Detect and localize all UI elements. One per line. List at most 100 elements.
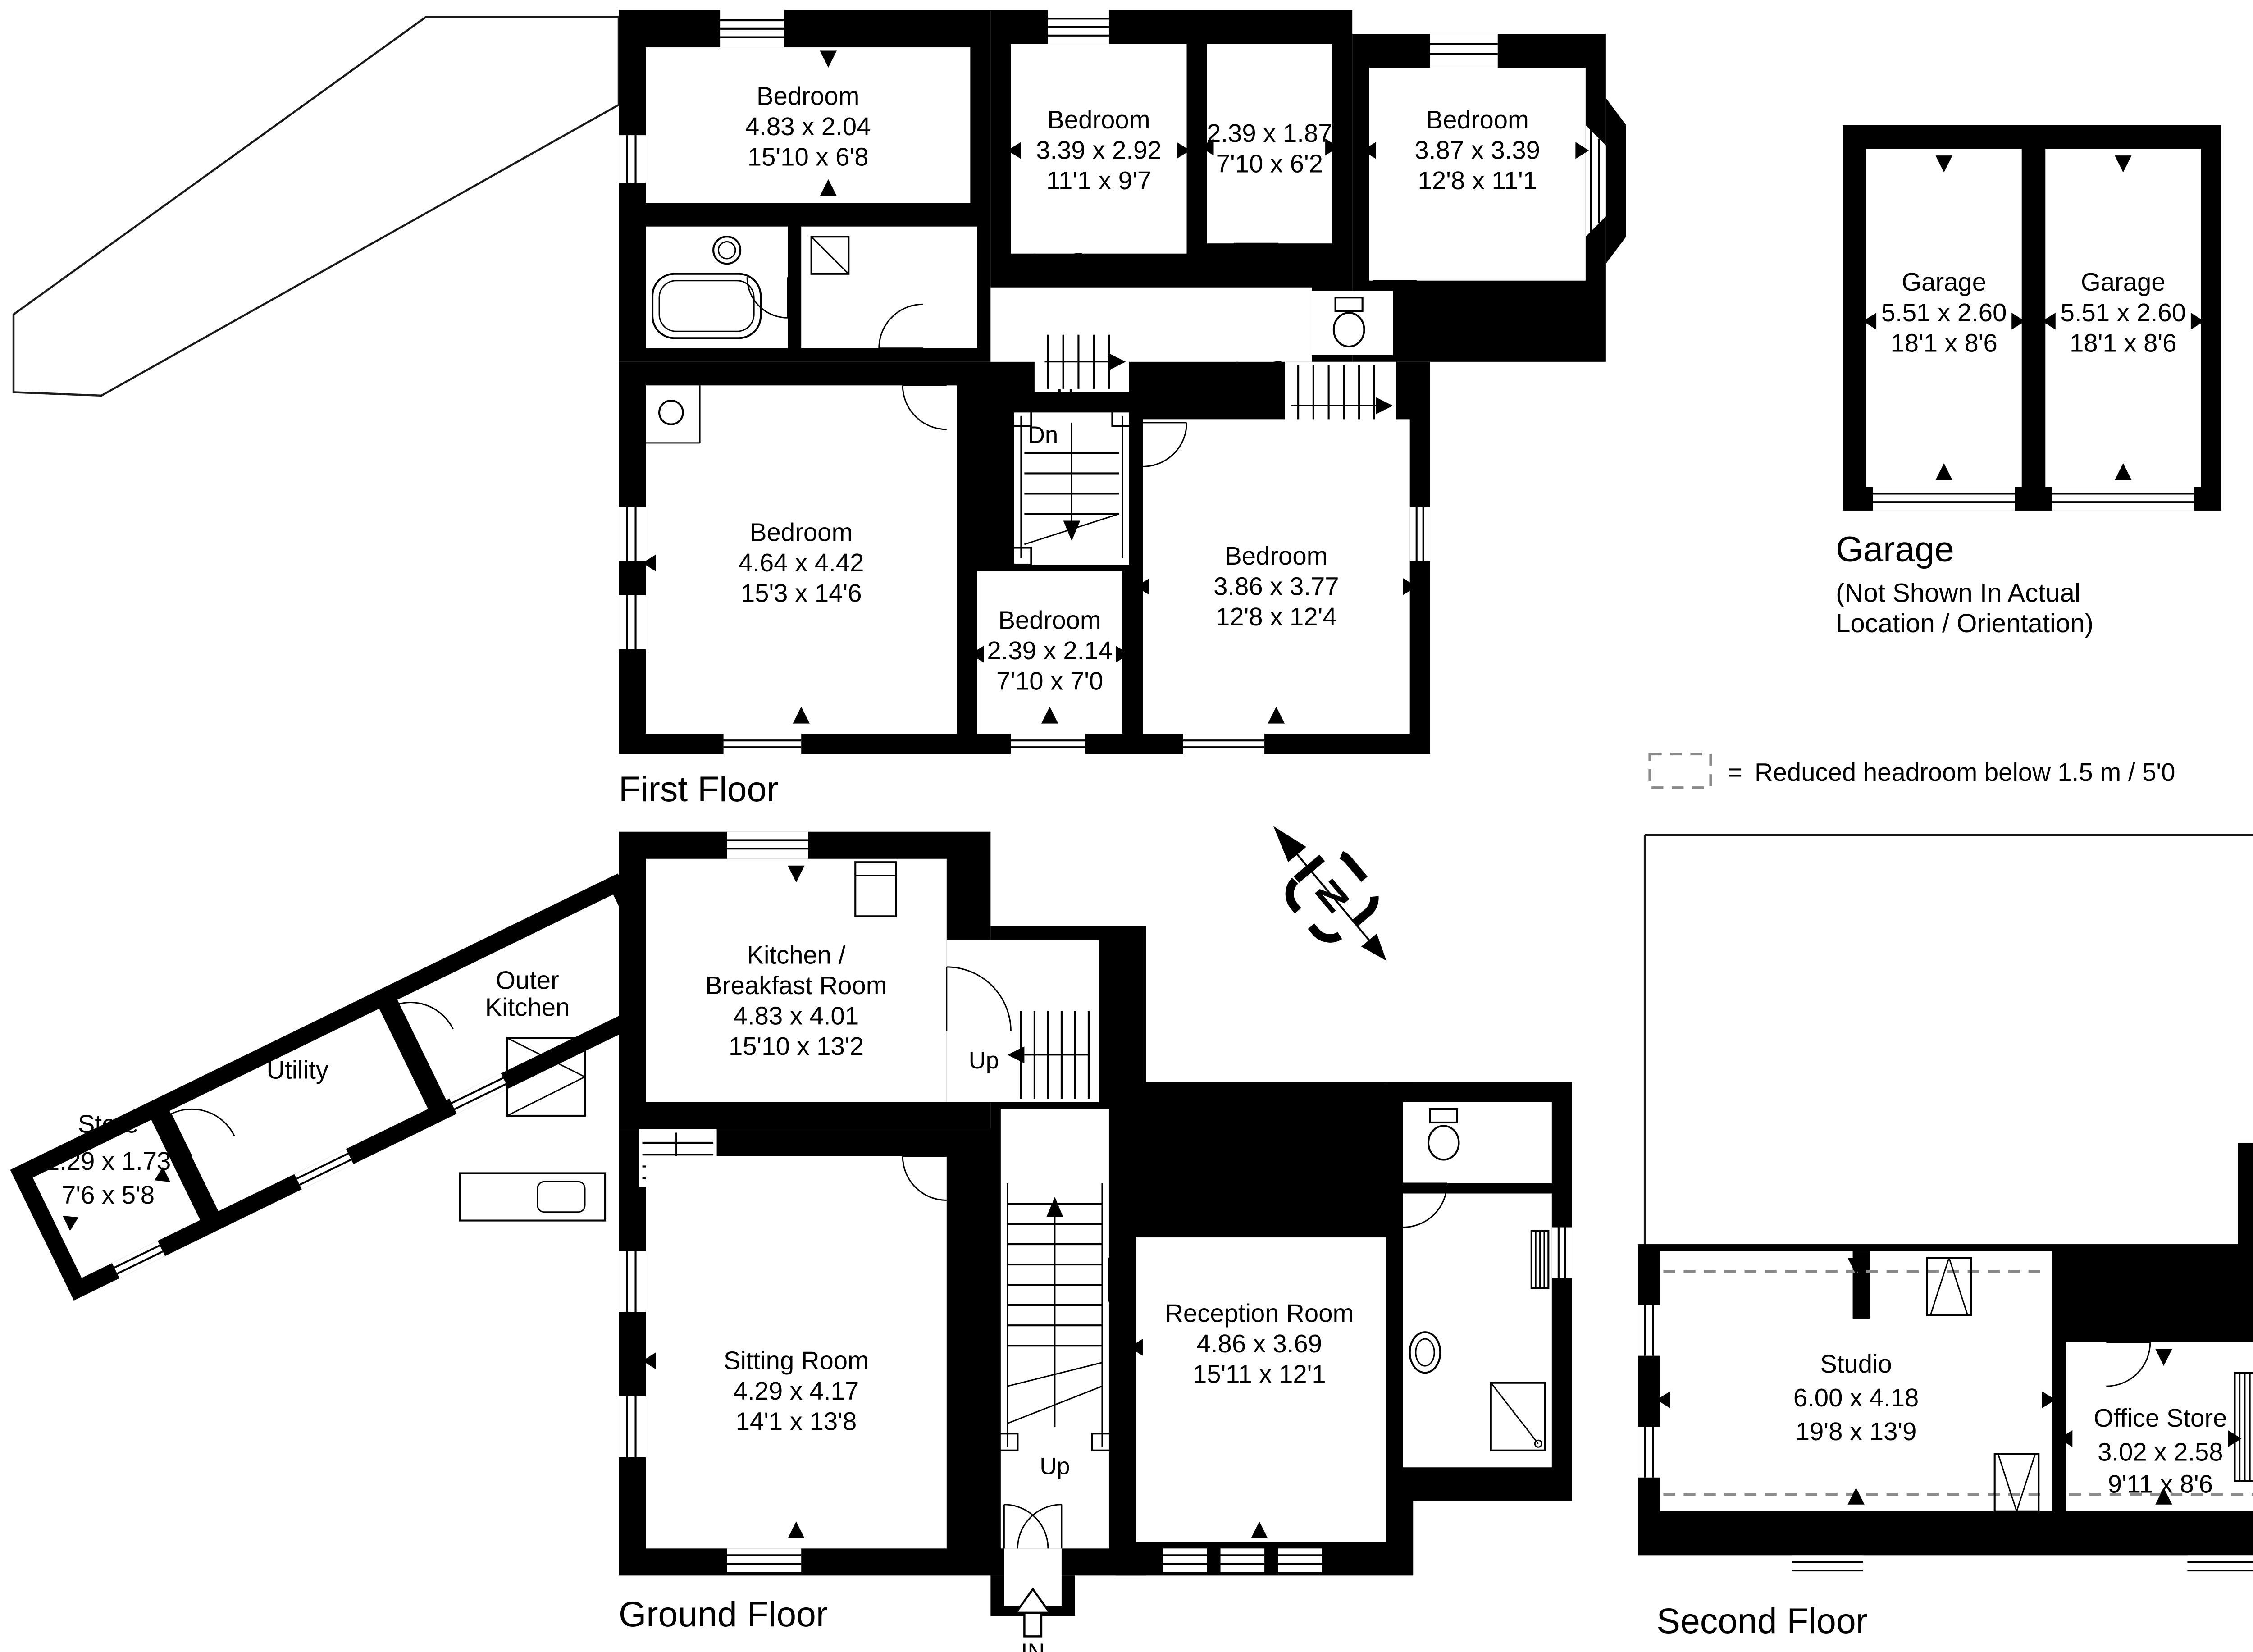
room-dims-metric: 3.02 x 2.58: [2098, 1438, 2223, 1466]
room-office-store: Office Store 3.02 x 2.58 9'11 x 8'6: [2059, 1342, 2253, 1579]
shower-icon: [810, 236, 850, 275]
room-dims-metric: 4.83 x 2.04: [745, 112, 871, 141]
room-reception: Reception Room 4.86 x 3.69 15'11 x 12'1: [1129, 1237, 1386, 1572]
room-bedroom-6: Bedroom 3.86 x 3.77 12'8 x 12'4: [1136, 419, 1430, 754]
stair-up-label: Up: [1057, 384, 1087, 411]
room-dims-imperial: 15'10 x 6'8: [748, 143, 869, 171]
room-name: Studio: [1820, 1350, 1892, 1378]
stair-up-label: Up: [969, 1047, 999, 1074]
room-dims-metric: 4.86 x 3.69: [1197, 1329, 1322, 1358]
room-name: Bedroom: [998, 606, 1101, 634]
room-dims-imperial: 7'6 x 5'8: [62, 1181, 155, 1209]
toilet-icon: [1429, 1108, 1458, 1124]
room-name: Garage: [2081, 268, 2166, 296]
wall-block: [2238, 1142, 2253, 1261]
room-name: Bedroom: [1225, 542, 1327, 570]
first-floor-down-stairwell: Dn: [1010, 408, 1134, 566]
room-name-line2: Breakfast Room: [705, 971, 887, 999]
room-dims-imperial: 15'3 x 14'6: [741, 579, 862, 607]
ground-wc: [1403, 1085, 1552, 1184]
second-floor-roof-outline: [1643, 834, 2253, 1251]
stair-down-label: Dn: [668, 1101, 698, 1128]
room-bedroom-1: Bedroom 4.83 x 2.04 15'10 x 6'8: [619, 10, 971, 203]
room-dims-imperial: 18'1 x 8'6: [1890, 329, 1997, 357]
garage-bay-1: Garage 5.51 x 2.60 18'1 x 8'6: [1863, 149, 2025, 511]
room-dims-imperial: 12'8 x 12'4: [1216, 602, 1337, 631]
first-floor-plan: Bedroom 4.83 x 2.04 15'10 x 6'8: [12, 10, 1626, 809]
appliance-icon: [854, 861, 897, 917]
room-dims-imperial: 15'10 x 13'2: [729, 1032, 864, 1060]
room-dims-metric: 4.64 x 4.42: [739, 548, 864, 577]
room-bedroom-4: Bedroom 4.64 x 4.42 15'3 x 14'6: [619, 384, 957, 754]
ground-floor-label: Ground Floor: [619, 1594, 828, 1634]
room-name: Utility: [266, 1055, 328, 1084]
sink-icon: [1409, 1331, 1441, 1374]
compass-north-label: N: [1308, 871, 1357, 922]
ground-hall-stair: Up: [996, 1109, 1154, 1549]
room-dims-metric: 3.87 x 3.39: [1415, 136, 1540, 164]
room-dims-metric: 5.51 x 2.60: [1881, 298, 2007, 327]
room-studio: Studio 6.00 x 4.18 19'8 x 13'9: [1638, 1251, 2056, 1579]
room-name-line2: Kitchen: [485, 993, 570, 1022]
garage-plan: Garage 5.51 x 2.60 18'1 x 8'6 Garage 5.5…: [1836, 125, 2221, 638]
room-dims-imperial: 19'8 x 13'9: [1796, 1417, 1917, 1446]
room-bathroom-first: [646, 226, 789, 348]
compass-icon: N: [1273, 826, 1386, 961]
room-bedroom-3: Bedroom 3.87 x 3.39 12'8 x 11'1: [1362, 34, 1606, 325]
room-name: Reception Room: [1165, 1299, 1354, 1328]
first-floor-eaves-outline: [12, 16, 620, 397]
room-bedroom-2: Bedroom 3.39 x 2.92 11'1 x 9'7: [1007, 10, 1190, 301]
room-name-line1: Outer: [496, 966, 559, 995]
legend-equals: =: [1728, 758, 1742, 786]
room-bedroom-5: Bedroom 2.39 x 2.14 7'10 x 7'0: [970, 571, 1129, 754]
room-name-line1: Kitchen /: [747, 940, 845, 969]
room-kitchen: Kitchen / Breakfast Room 4.83 x 4.01 15'…: [646, 831, 947, 1102]
garage-caption: Garage: [1836, 529, 1954, 569]
room-name: Sitting Room: [724, 1346, 869, 1375]
room-dims-imperial: 18'1 x 8'6: [2070, 329, 2176, 357]
toilet-icon: [1334, 297, 1364, 312]
room-dims-imperial: 12'8 x 11'1: [1418, 166, 1537, 195]
shower-icon: [1490, 1382, 1546, 1451]
room-dims-imperial: 14'1 x 13'8: [736, 1407, 857, 1436]
entrance: IN: [1003, 1504, 1063, 1652]
room-name: Bedroom: [750, 518, 853, 546]
ground-floor-plan: Store 2.29 x 1.73 7'6 x 5'8 Utility Oute…: [10, 831, 1572, 1652]
legend-text: Reduced headroom below 1.5 m / 5'0: [1755, 758, 2175, 786]
entrance-label: IN: [1021, 1639, 1045, 1652]
ground-landing-stair: Up: [946, 940, 1099, 1102]
second-floor-plan: Dn Studio 6.00 x 4.18 19'8 x 13'9: [1638, 834, 2253, 1641]
ground-bathroom: [1403, 1182, 1572, 1468]
room-dims-metric: 4.29 x 4.17: [734, 1377, 859, 1405]
room-name: Garage: [1902, 268, 1986, 296]
room-dims-metric: 2.29 x 1.73: [46, 1147, 171, 1175]
sink-icon: [537, 1181, 586, 1213]
room-name: Office Store: [2093, 1404, 2227, 1432]
room-wc-first: [1312, 291, 1393, 355]
room-dims-metric: 2.39 x 2.14: [987, 636, 1112, 665]
second-floor-label: Second Floor: [1656, 1601, 1867, 1641]
room-name: Bedroom: [1426, 105, 1529, 134]
room-dims-imperial: 7'10 x 7'0: [996, 667, 1103, 695]
room-name: Store: [78, 1109, 138, 1138]
room-dims-metric: 3.39 x 2.92: [1036, 136, 1161, 164]
reduced-headroom-swatch: [1648, 753, 1712, 789]
entrance-arrow-icon: [1014, 1587, 1052, 1638]
room-name: Bedroom: [757, 82, 859, 110]
counter-icon: [459, 1172, 607, 1222]
bay-window-wall: [1605, 98, 1626, 264]
first-floor-hallway: Up: [990, 287, 1312, 411]
bathtub-icon: [651, 273, 762, 339]
room-dims-imperial: 9'11 x 8'6: [2108, 1470, 2213, 1498]
room-dims-imperial: 7'10 x 6'2: [1216, 150, 1323, 178]
legend: = Reduced headroom below 1.5 m / 5'0: [1648, 753, 2175, 789]
stair-down-label: Dn: [1028, 422, 1058, 448]
room-dims-imperial: 11'1 x 9'7: [1046, 166, 1151, 195]
sink-icon: [658, 400, 684, 425]
service-wing: [10, 873, 682, 1301]
first-floor-label: First Floor: [619, 769, 778, 809]
garage-bay-2: Garage 5.51 x 2.60 18'1 x 8'6: [2042, 149, 2204, 511]
room-dims-metric: 5.51 x 2.60: [2061, 298, 2186, 327]
garage-note-line2: Location / Orientation): [1836, 609, 2093, 638]
